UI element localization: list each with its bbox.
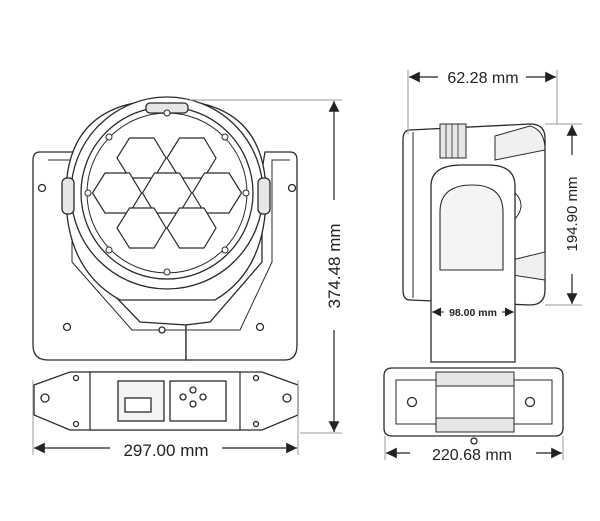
front-height-label: 374.48 mm	[325, 223, 344, 308]
side-head-height-dimension: 194.90 mm	[545, 123, 582, 306]
side-head-height-label: 194.90 mm	[564, 176, 581, 251]
side-depth-label: 62.28 mm	[447, 70, 518, 87]
side-base-width-dimension: 220.68 mm	[384, 436, 564, 464]
front-width-dimension: 297.00 mm	[32, 380, 299, 460]
front-height-dimension: 374.48 mm	[190, 99, 344, 434]
side-base-width-label: 220.68 mm	[432, 447, 512, 464]
side-arm-width-label: 98.00 mm	[449, 307, 497, 319]
front-view	[32, 96, 299, 431]
side-view	[383, 123, 564, 445]
front-lens-cluster	[91, 137, 243, 249]
side-arm-width-dimension: 98.00 mm	[432, 304, 514, 319]
front-width-label: 297.00 mm	[123, 441, 208, 460]
side-depth-dimension: 62.28 mm	[407, 70, 558, 134]
